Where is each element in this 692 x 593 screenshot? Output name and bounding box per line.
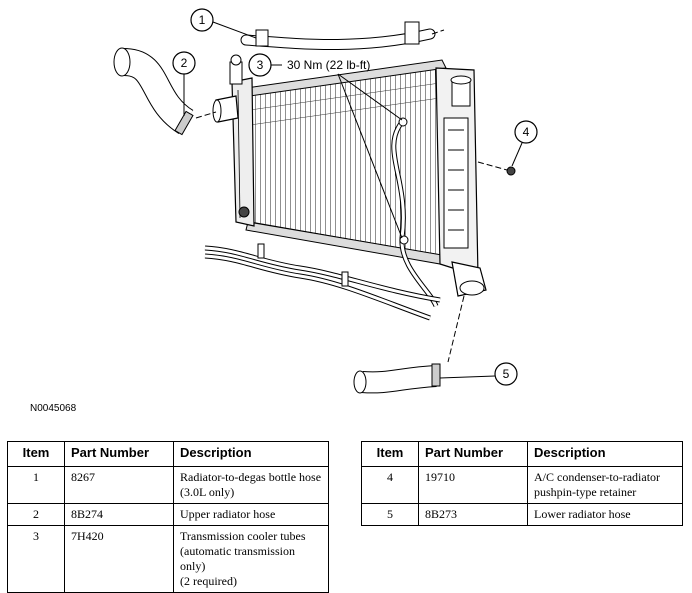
- callout-5-number: 5: [503, 367, 510, 381]
- callout-2: 2: [172, 51, 196, 116]
- part-number-cell: 8267: [64, 466, 174, 504]
- description-line: Lower radiator hose: [534, 507, 631, 521]
- description-cell: Radiator-to-degas bottle hose (3.0L only…: [173, 466, 329, 504]
- table-row: 4 19710 A/C condenser-to-radiator pushpi…: [361, 466, 683, 504]
- radiator-diagram: 1 2 3 30 Nm (22 lb-ft) 4 5: [113, 8, 538, 394]
- callout-1: 1: [190, 8, 257, 39]
- description-cell: Lower radiator hose: [527, 503, 683, 526]
- table-row: 5 8B273 Lower radiator hose: [361, 503, 683, 526]
- table-header-row: Item Part Number Description: [361, 441, 683, 467]
- description-cell: Upper radiator hose: [173, 503, 329, 526]
- part-number-cell: 7H420: [64, 525, 174, 593]
- description-line: pushpin-type retainer: [534, 485, 637, 499]
- item-cell: 2: [7, 503, 65, 526]
- table-row: 3 7H420 Transmission cooler tubes (autom…: [7, 525, 329, 593]
- item-cell: 5: [361, 503, 419, 526]
- description-cell: A/C condenser-to-radiator pushpin-type r…: [527, 466, 683, 504]
- part-number-cell: 8B273: [418, 503, 528, 526]
- parts-table-right: Item Part Number Description 4 19710 A/C…: [361, 441, 683, 526]
- callout-2-number: 2: [181, 56, 188, 70]
- figure-id: N0045068: [30, 403, 77, 414]
- header-description: Description: [173, 441, 329, 467]
- description-line: (2 required): [180, 574, 237, 588]
- item-cell: 1: [7, 466, 65, 504]
- right-tank: [435, 67, 487, 297]
- upper-radiator-hose: [113, 47, 217, 136]
- pushpin-retainer: [477, 161, 516, 176]
- header-description: Description: [527, 441, 683, 467]
- radiator-core: [245, 59, 447, 265]
- callout-3-torque-label: 30 Nm (22 lb-ft): [287, 58, 370, 72]
- callout-4: 4: [511, 120, 538, 167]
- description-line: (3.0L only): [180, 485, 235, 499]
- degas-hose: [240, 21, 445, 50]
- part-number-cell: 8B274: [64, 503, 174, 526]
- item-cell: 3: [7, 525, 65, 593]
- header-item: Item: [361, 441, 419, 467]
- description-line: Upper radiator hose: [180, 507, 276, 521]
- table-row: 1 8267 Radiator-to-degas bottle hose (3.…: [7, 466, 329, 504]
- description-cell: Transmission cooler tubes (automatic tra…: [173, 525, 329, 593]
- callout-5: 5: [439, 362, 518, 386]
- callout-1-number: 1: [199, 13, 206, 27]
- table-row: 2 8B274 Upper radiator hose: [7, 503, 329, 526]
- callout-3: 3 30 Nm (22 lb-ft): [248, 53, 403, 239]
- description-line: Transmission cooler tubes: [180, 529, 306, 543]
- item-cell: 4: [361, 466, 419, 504]
- description-line: A/C condenser-to-radiator: [534, 470, 661, 484]
- left-tank: [212, 54, 255, 227]
- part-number-cell: 19710: [418, 466, 528, 504]
- description-line: Radiator-to-degas bottle hose: [180, 470, 322, 484]
- lower-radiator-hose: [353, 295, 465, 394]
- description-line: (automatic transmission only): [180, 544, 295, 573]
- header-part-number: Part Number: [418, 441, 528, 467]
- callout-3-number: 3: [257, 58, 264, 72]
- callout-4-number: 4: [523, 125, 530, 139]
- header-part-number: Part Number: [64, 441, 174, 467]
- parts-table-left: Item Part Number Description 1 8267 Radi…: [7, 441, 329, 593]
- header-item: Item: [7, 441, 65, 467]
- table-header-row: Item Part Number Description: [7, 441, 329, 467]
